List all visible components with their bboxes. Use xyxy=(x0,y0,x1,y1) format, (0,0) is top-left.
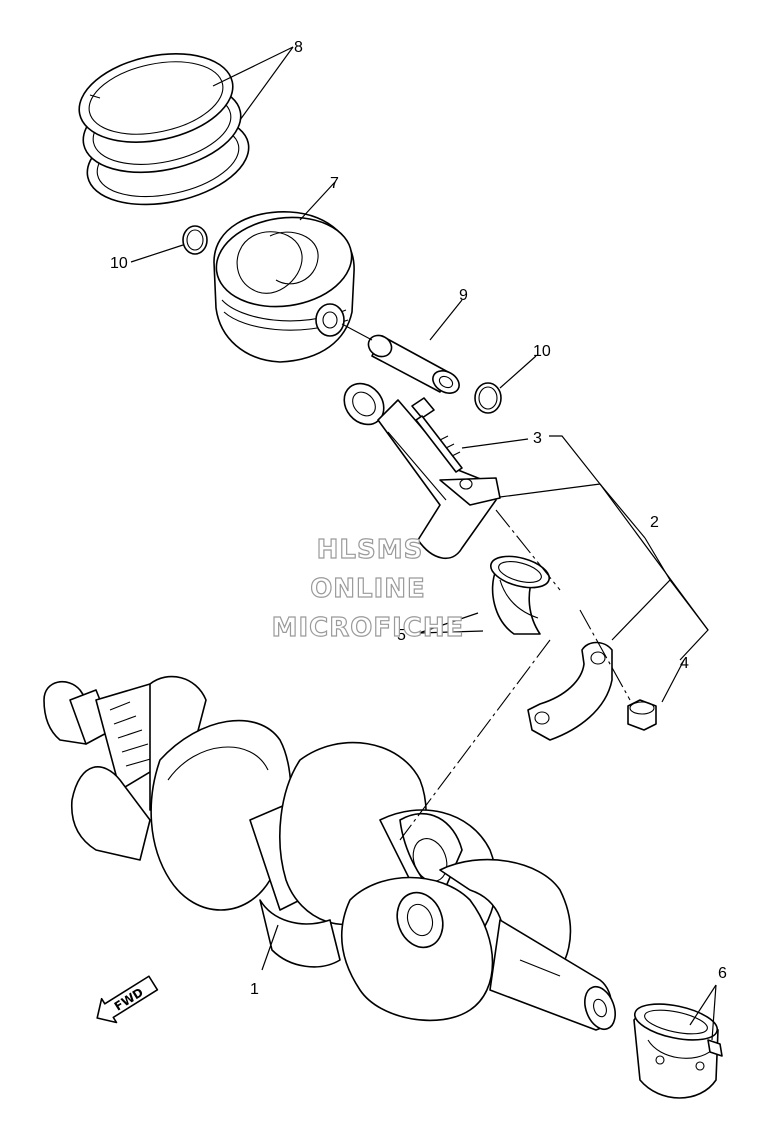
watermark-line-3: MICROFICHE xyxy=(272,613,465,643)
fwd-arrow: FWD xyxy=(96,975,159,1024)
watermark-line-2: ONLINE xyxy=(310,574,426,604)
piston-rings xyxy=(78,53,250,206)
callout-10-right: 10 xyxy=(533,343,551,360)
crankshaft xyxy=(43,675,616,1031)
callout-4: 4 xyxy=(680,655,689,672)
leader-lines xyxy=(130,46,717,1041)
callout-7: 7 xyxy=(330,175,339,192)
callout-3: 3 xyxy=(533,430,542,447)
conrod-bearing xyxy=(489,555,551,635)
connecting-rod xyxy=(343,382,501,560)
piston xyxy=(213,211,355,363)
circlip-left xyxy=(182,225,208,255)
callout-2: 2 xyxy=(650,514,659,531)
callout-10-left: 10 xyxy=(110,255,128,272)
callout-5: 5 xyxy=(397,627,406,644)
callout-8: 8 xyxy=(294,39,303,56)
rod-nut xyxy=(627,699,657,731)
assembly-lines xyxy=(399,509,631,841)
watermark: HLSMS ONLINE MICROFICHE xyxy=(271,534,465,643)
piston-pin xyxy=(341,323,460,394)
main-bearing xyxy=(633,1003,723,1099)
watermark-line-1: HLSMS xyxy=(317,535,424,565)
rod-cap xyxy=(527,641,613,741)
callout-9: 9 xyxy=(459,287,468,304)
callout-6: 6 xyxy=(718,965,727,982)
callout-1: 1 xyxy=(250,981,259,998)
circlip-right xyxy=(474,382,502,414)
rod-bolt xyxy=(411,397,463,473)
